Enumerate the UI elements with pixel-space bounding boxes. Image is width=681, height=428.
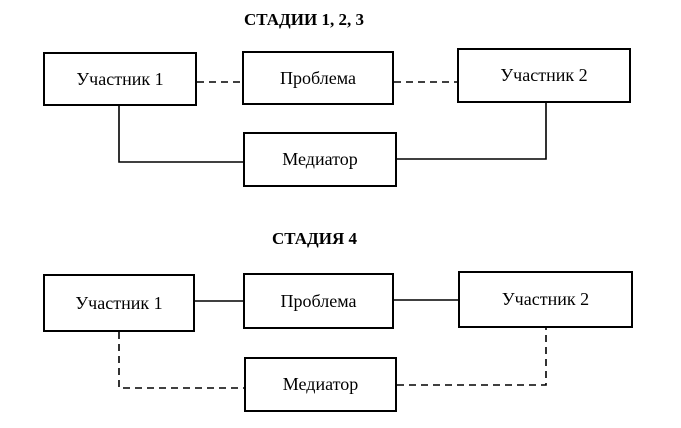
- stage-4-problem-label: Проблема: [280, 290, 357, 311]
- stage-123-mediator-box: Медиатор: [243, 132, 397, 187]
- stage-123-participant1-label: Участник 1: [76, 68, 164, 89]
- stage-123-participant2-label: Участник 2: [500, 65, 588, 85]
- stage-123-mediator-label: Медиатор: [282, 149, 358, 169]
- stage-123-title: СТАДИИ 1, 2, 3: [244, 10, 364, 29]
- stage-4-mediator-box: Медиатор: [244, 357, 397, 412]
- stage-4-participant2-box: Участник 2: [458, 271, 633, 328]
- stage-4-participant2-label: Участник 2: [501, 289, 590, 309]
- solid-link-mediator-p2: [397, 103, 547, 160]
- stage-4-title: СТАДИЯ 4: [272, 229, 357, 248]
- dashed-link-mediator-p2: [397, 328, 547, 386]
- stage-123-problem-box: Проблема: [242, 51, 394, 105]
- solid-link-p1-mediator: [118, 106, 243, 163]
- stage-4-mediator-label: Медиатор: [282, 374, 359, 394]
- stage-4-participant1-box: Участник 1: [43, 274, 195, 332]
- stage-123-participant2-box: Участник 2: [457, 48, 631, 103]
- stage-123-problem-label: Проблема: [280, 67, 356, 88]
- stage-4-problem-box: Проблема: [243, 273, 394, 329]
- stage-123-participant1-box: Участник 1: [43, 52, 197, 106]
- stage-4-participant1-label: Участник 1: [75, 292, 163, 313]
- dashed-link-p1-mediator: [118, 332, 244, 389]
